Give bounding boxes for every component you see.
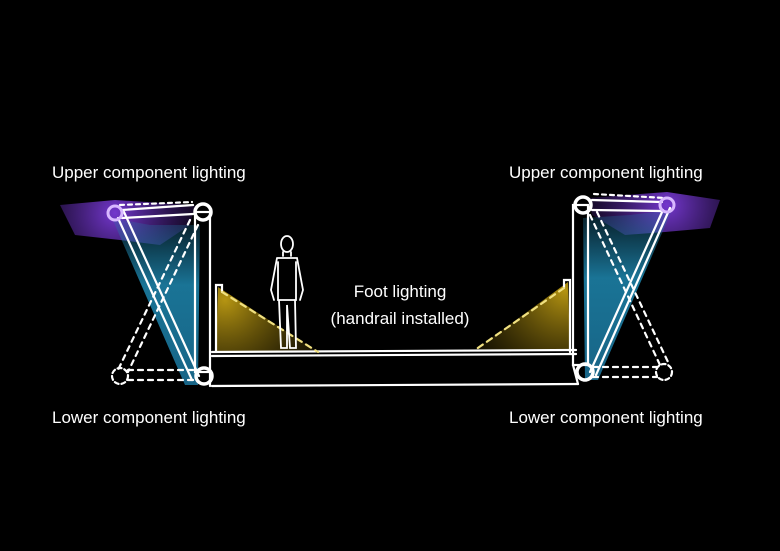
label-upper-left: Upper component lighting bbox=[52, 163, 246, 182]
pivot-top-right bbox=[573, 195, 593, 215]
pivot-bottom-left bbox=[194, 366, 214, 386]
label-foot-lighting: Foot lighting bbox=[353, 282, 447, 301]
lower-fixture-right-folded bbox=[654, 362, 674, 382]
pivot-top-left bbox=[193, 202, 213, 222]
upper-light-fixture-left bbox=[106, 204, 124, 222]
label-lower-right: Lower component lighting bbox=[509, 408, 703, 427]
pivot-bottom-right bbox=[575, 362, 595, 382]
person-figure bbox=[270, 235, 304, 349]
label-lower-left: Lower component lighting bbox=[52, 408, 246, 427]
lower-arm-left-folded bbox=[116, 218, 200, 382]
upper-arm-left bbox=[116, 200, 201, 382]
foot-beam-left bbox=[220, 290, 320, 354]
handrail-right bbox=[562, 278, 572, 354]
upper-light-fixture-right bbox=[658, 196, 676, 214]
foot-beam-right bbox=[473, 286, 566, 352]
lower-fixture-left-folded bbox=[110, 366, 130, 386]
label-upper-right: Upper component lighting bbox=[509, 163, 703, 182]
lower-arm-right-folded bbox=[588, 210, 670, 379]
label-handrail-installed: (handrail installed) bbox=[330, 309, 470, 328]
handrail-left bbox=[214, 283, 224, 354]
